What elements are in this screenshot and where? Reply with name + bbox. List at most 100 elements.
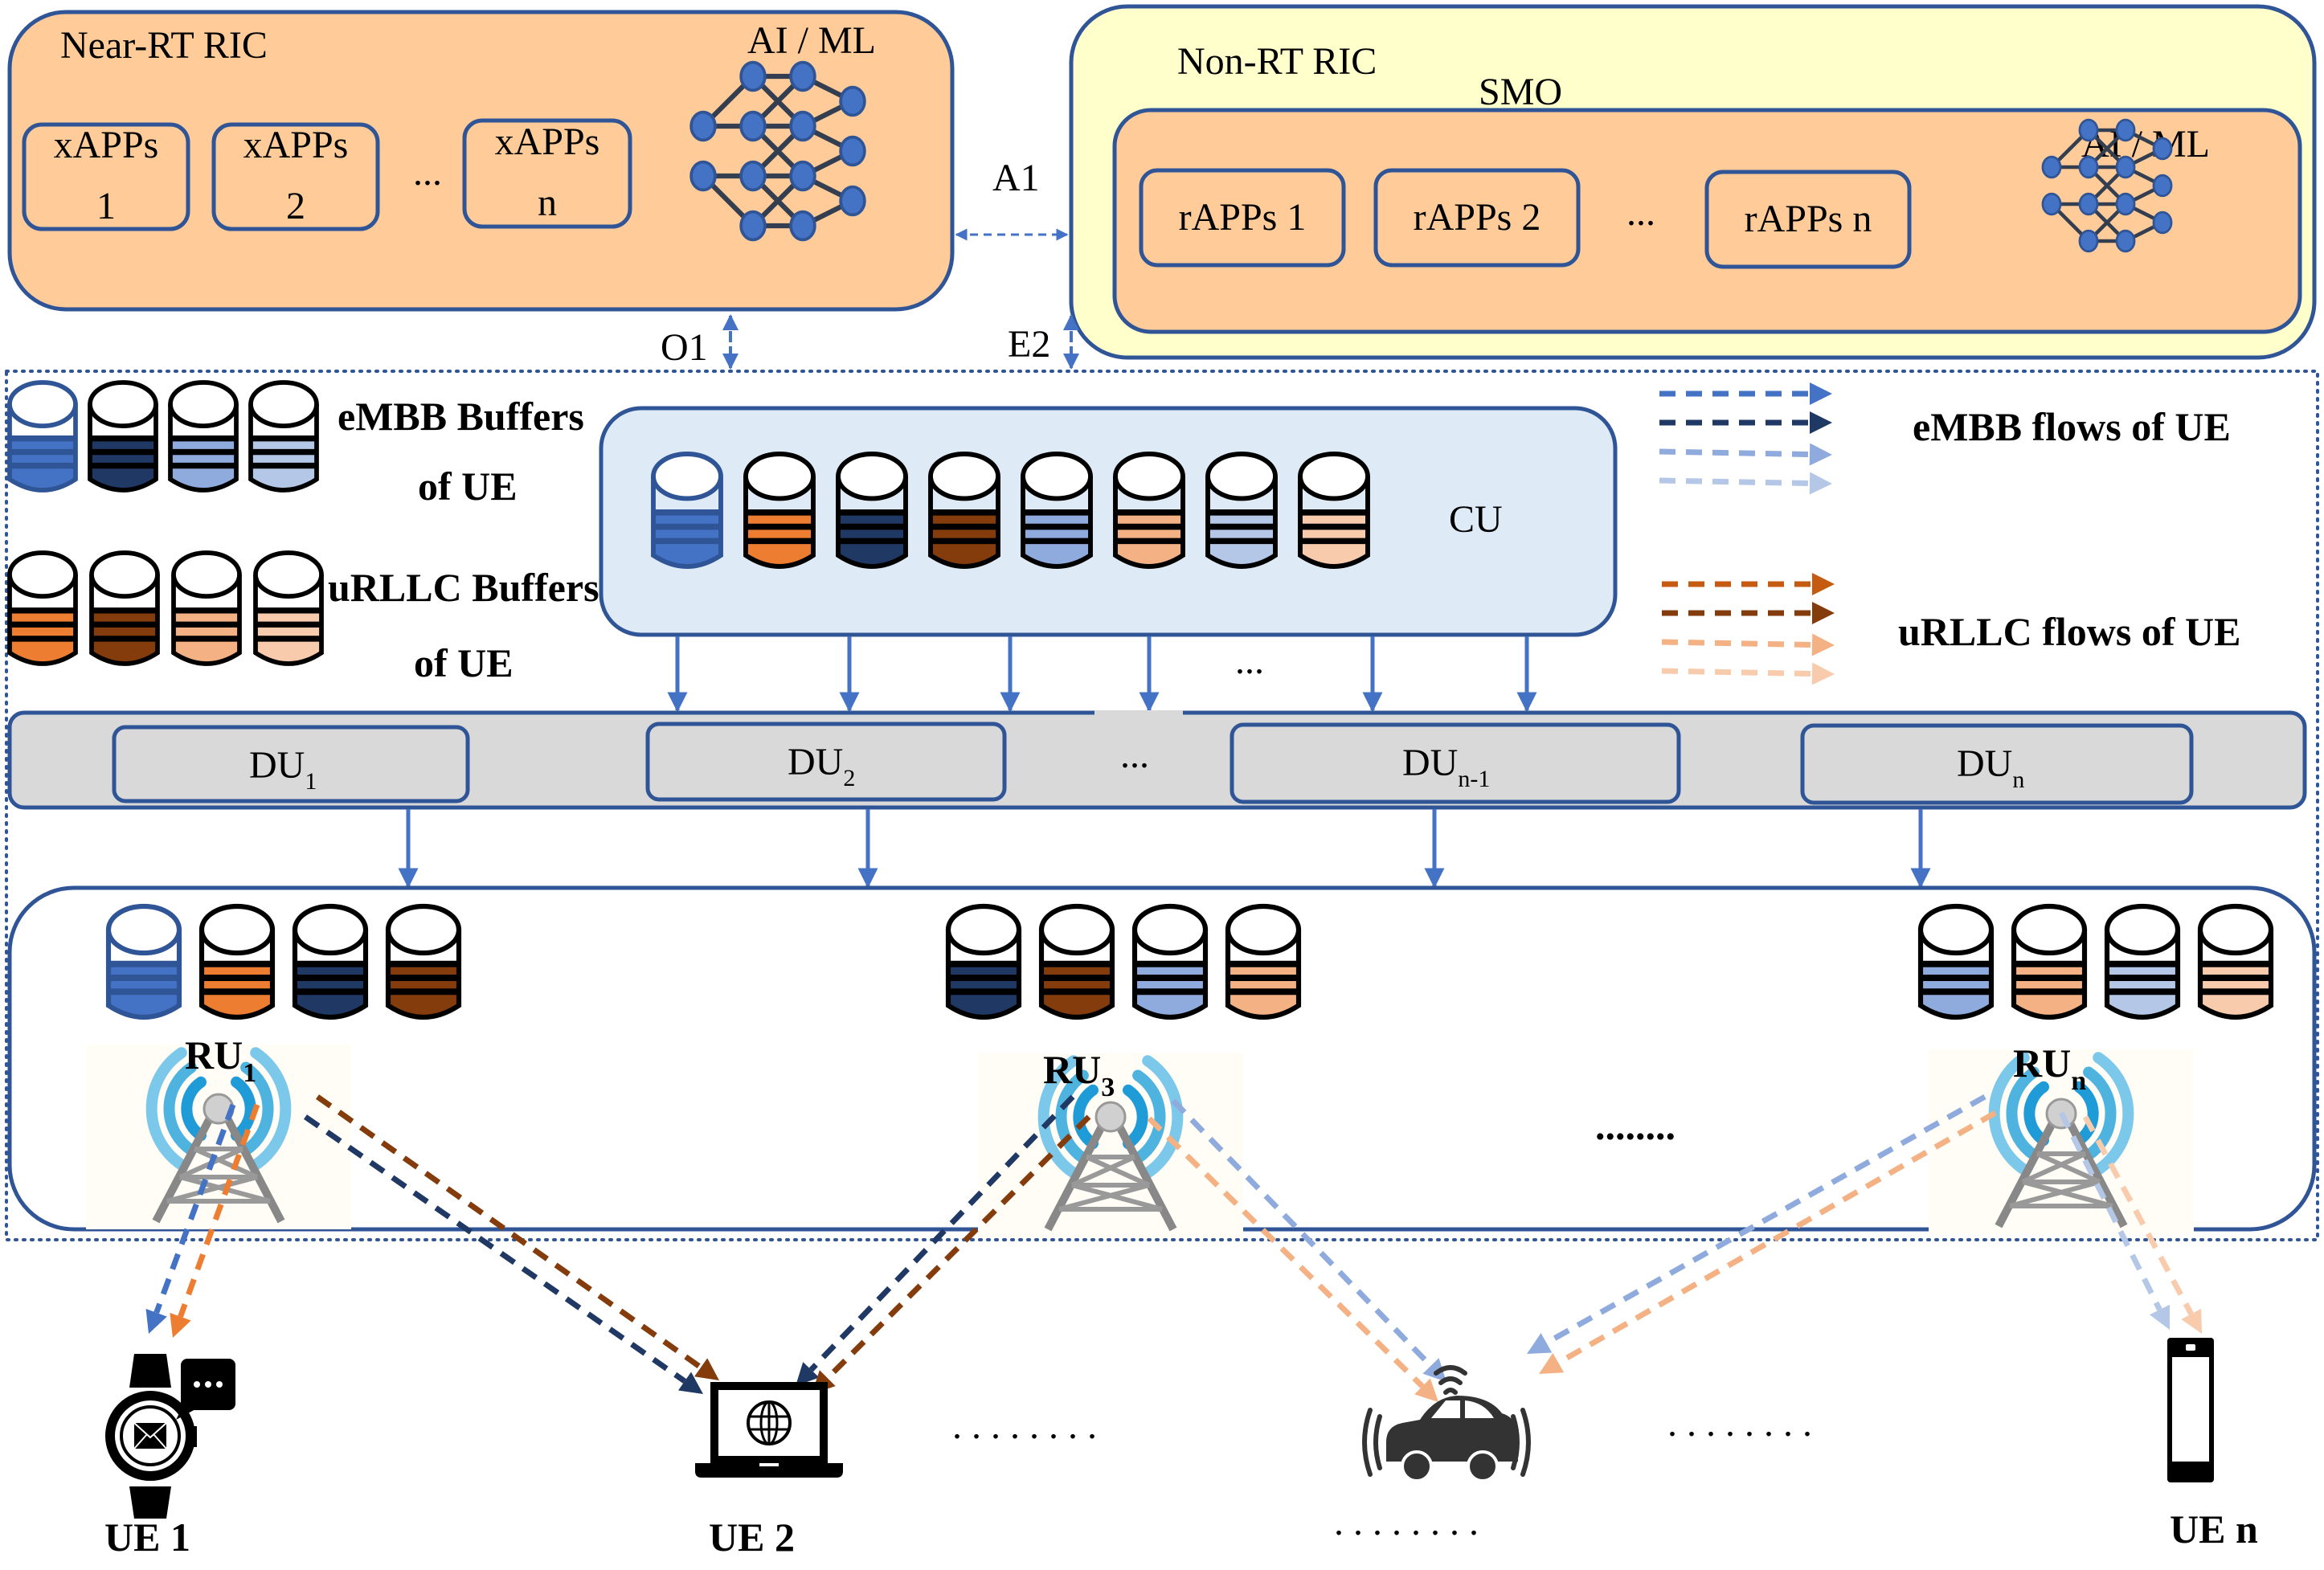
ue-1[interactable]: UE 1 <box>104 1354 235 1560</box>
du-ellipsis: ... <box>1120 734 1149 776</box>
ru-buffer-icon <box>1038 903 1115 1020</box>
ue-flow-arrow <box>1539 1110 1997 1374</box>
ue-n[interactable]: UE n <box>2167 1338 2258 1552</box>
nn-node <box>2041 155 2062 179</box>
near-rt-ric: Near-RT RIC AI / ML xAPPs 1 xAPPs 2 ... … <box>7 10 955 312</box>
xapp-2[interactable]: xAPPs 2 <box>211 122 380 231</box>
cu-du-ellipsis: ... <box>1235 640 1264 682</box>
neural-network-icon <box>2041 118 2173 253</box>
nn-node <box>739 210 767 242</box>
xapp-label: xAPPs <box>495 121 600 163</box>
nn-node <box>2115 229 2136 253</box>
ue-flow-arrow <box>1171 1098 1446 1382</box>
ru-unit-1[interactable]: RU1 <box>86 903 462 1229</box>
ue-flow-arrow <box>1147 1116 1438 1402</box>
ru-label: RU1 <box>185 1032 256 1088</box>
du-1[interactable]: DU1 <box>112 725 470 803</box>
embb-buffer-icon <box>248 380 319 493</box>
embb-buffer-icon <box>7 380 78 493</box>
near-rt-ai-ml-label: AI / ML <box>747 19 876 62</box>
xapp-label: xAPPs <box>54 124 159 166</box>
ue-flow-arrow <box>315 1094 719 1380</box>
embb-buffer-icon <box>88 380 158 493</box>
smartphone-icon <box>2167 1338 2214 1482</box>
nn-node <box>789 160 816 192</box>
ru-buffer-icon <box>945 903 1022 1020</box>
urllc-buffer-icon <box>89 550 160 666</box>
ru-buffer-icon <box>385 903 462 1020</box>
du-n-1[interactable]: DUn-1 <box>1230 722 1681 804</box>
nn-node <box>2078 229 2099 253</box>
xapp-index: 1 <box>96 185 116 227</box>
ue-flow-arrow <box>2082 1115 2202 1334</box>
xapp-1[interactable]: xAPPs 1 <box>22 122 190 231</box>
rapp-1[interactable]: rAPPs 1 <box>1139 168 1346 268</box>
ue-flows <box>145 1094 2202 1402</box>
nn-node <box>2152 211 2173 235</box>
nn-node <box>2115 155 2136 179</box>
cell-tower-icon <box>1929 1049 2194 1234</box>
embb-flows-label: eMBB flows of UE <box>1913 404 2231 449</box>
nn-node <box>2078 118 2099 142</box>
ru-buffer-icon <box>1917 903 1995 1020</box>
urllc-buffer-icon <box>253 550 324 666</box>
cell-tower-icon <box>978 1053 1243 1237</box>
laptop-icon <box>695 1382 843 1478</box>
ru-buffer-icon <box>198 903 276 1020</box>
cu[interactable]: CU <box>599 406 1618 637</box>
nn-node <box>789 210 816 242</box>
du-bar-gap <box>1094 710 1183 717</box>
ue-flow-arrow <box>170 1103 260 1338</box>
rapp-label: rAPPs 1 <box>1179 196 1307 239</box>
non-rt-ric: Non-RT RIC SMO AI / ML rAPPs 1 rAPPs 2 .… <box>1069 4 2317 360</box>
urllc-flow-legend-arrow <box>1661 633 1835 656</box>
rapp-n[interactable]: rAPPs n <box>1704 170 1912 269</box>
e2-label: E2 <box>1008 323 1050 366</box>
du-n[interactable]: DUn <box>1800 723 2194 805</box>
nn-node <box>2152 137 2173 161</box>
embb-flow-legend-arrow <box>1659 443 1832 466</box>
cu-buffers <box>651 452 1370 569</box>
cu-to-du-links <box>667 636 1537 713</box>
cu-buffer-icon <box>836 452 908 569</box>
urllc-buffers-label-line1: uRLLC Buffers <box>328 565 599 610</box>
embb-flow-legend-arrow <box>1659 411 1832 434</box>
cu-buffer-icon <box>1205 452 1278 569</box>
xapp-n[interactable]: xAPPs n <box>462 118 632 229</box>
du-2[interactable]: DU2 <box>645 722 1007 802</box>
ue-flow-arrow <box>2058 1111 2170 1330</box>
cu-buffer-icon <box>1298 452 1370 569</box>
ue-label: UE 2 <box>709 1515 795 1560</box>
xapp-label: xAPPs <box>243 124 349 166</box>
du-label: DUn <box>1957 742 2024 793</box>
ru-unit-n[interactable]: RUn <box>1917 903 2274 1234</box>
ue-flow-arrow <box>303 1114 703 1394</box>
cu-buffer-icon <box>651 452 723 569</box>
rapp-label: rAPPs 2 <box>1414 196 1541 239</box>
nn-node <box>2078 155 2099 179</box>
nn-node <box>789 60 816 92</box>
ue-label: UE n <box>2170 1507 2258 1552</box>
urllc-flows-legend <box>1661 573 1835 685</box>
nn-node <box>739 60 767 92</box>
nn-node <box>839 135 866 167</box>
xapp-index: n <box>538 182 557 224</box>
cu-buffer-icon <box>1021 452 1093 569</box>
nn-node <box>2078 192 2099 216</box>
ru-units: RU1 RU3 RUn <box>86 903 2274 1237</box>
ru-unit-3[interactable]: RU3 <box>945 903 1302 1237</box>
ue-2[interactable]: UE 2 <box>695 1382 843 1560</box>
ue-flow-arrow <box>796 1094 1075 1386</box>
cu-buffer-icon <box>928 452 1000 569</box>
smartwatch-icon <box>105 1354 235 1519</box>
rapp-2[interactable]: rAPPs 2 <box>1373 168 1581 268</box>
ue-car[interactable] <box>1362 1365 1531 1482</box>
ru-label: RUn <box>2013 1041 2086 1096</box>
embb-buffers-label-line2: of UE <box>418 464 518 509</box>
nn-node <box>739 110 767 142</box>
urllc-buffer-icon <box>171 550 242 666</box>
ru-label: RU3 <box>1043 1047 1115 1102</box>
ru-buffer-icon <box>2104 903 2181 1020</box>
ru-buffer-icon <box>292 903 369 1020</box>
nn-node <box>2115 118 2136 142</box>
